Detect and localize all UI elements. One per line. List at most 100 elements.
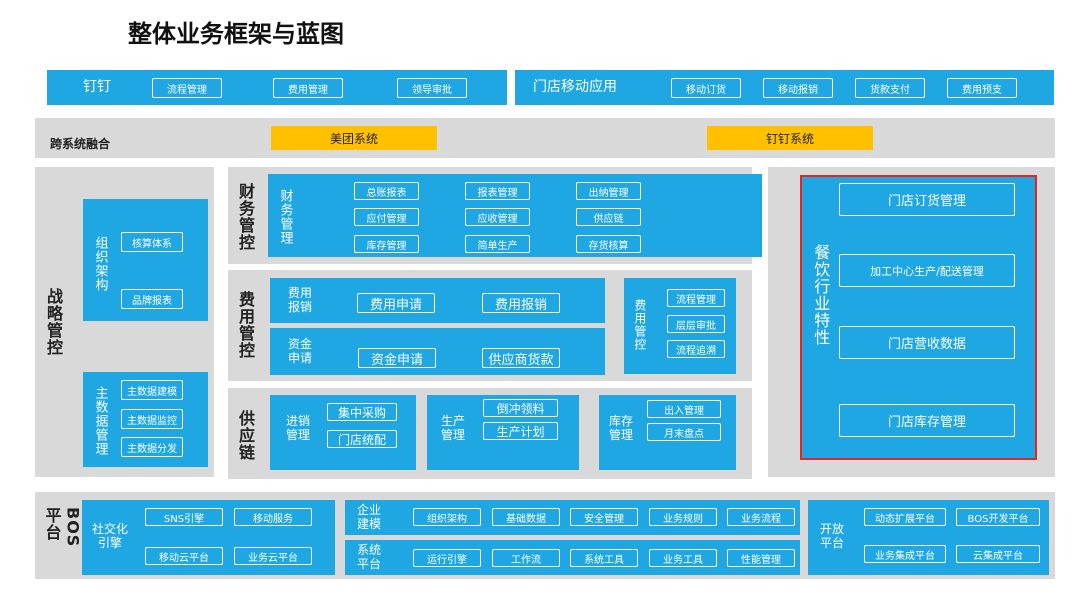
system-platform-label-text: 系统平台	[356, 542, 381, 571]
finance-item-cashier[interactable]: 出纳管理	[576, 182, 641, 200]
catering-item-store-order[interactable]: 门店订货管理	[839, 183, 1015, 216]
master-item-distribute[interactable]: 主数据分发	[121, 437, 183, 457]
org-structure-label: 组织架构	[92, 236, 108, 292]
central-purchase-button[interactable]: 集中采购	[327, 403, 397, 421]
reimbursement-label: 费用报销	[280, 283, 320, 318]
fund-apply-button[interactable]: 资金申请	[358, 348, 436, 368]
control-item-approval[interactable]: 层层审批	[667, 315, 725, 333]
model-item-rules[interactable]: 业务规则	[649, 508, 717, 526]
master-data-label: 主数据管理	[92, 386, 108, 456]
production-box: 生产管理 倒冲领料 生产计划	[427, 395, 579, 470]
mobile-cloud-button[interactable]: 移动云平台	[145, 547, 223, 565]
finance-item-stock-accounting[interactable]: 存货核算	[576, 235, 641, 253]
master-data-box: 主数据管理 主数据建模 主数据监控 主数据分发	[83, 372, 208, 467]
system-platform-box: 系统平台 运行引擎 工作流 系统工具 业务工具 性能管理	[345, 540, 800, 575]
mobile-service-button[interactable]: 移动服务	[234, 508, 312, 526]
dingtalk-label: 钉钉	[83, 79, 111, 96]
system-platform-label: 系统平台	[349, 540, 389, 575]
fund-label-text: 资金申请	[287, 336, 312, 365]
finance-box: 财务管理	[268, 174, 762, 257]
cross-system-label: 跨系统融合	[49, 136, 110, 151]
dingtalk-item-approval[interactable]: 领导审批	[397, 78, 467, 98]
business-integration-button[interactable]: 业务集成平台	[864, 545, 946, 563]
catering-label: 餐饮行业特性	[811, 244, 831, 346]
production-label: 生产管理	[435, 409, 471, 449]
finance-item-supply-chain[interactable]: 供应链	[576, 208, 641, 226]
cloud-integration-button[interactable]: 云集成平台	[956, 545, 1040, 563]
open-platform-box: 开放平台 动态扩展平台 BOS开发平台 业务集成平台 云集成平台	[808, 500, 1049, 575]
month-end-count-button[interactable]: 月末盘点	[647, 423, 721, 441]
reimbursement-box: 费用报销 费用申请 费用报销	[270, 278, 605, 323]
fund-box: 资金申请 资金申请 供应商货款	[270, 328, 605, 375]
finance-label: 财务管控	[236, 183, 255, 251]
enterprise-modeling-label-text: 企业建模	[356, 502, 381, 531]
sys-item-performance[interactable]: 性能管理	[727, 549, 795, 567]
model-item-security[interactable]: 安全管理	[570, 508, 638, 526]
sys-item-runtime[interactable]: 运行引擎	[413, 549, 481, 567]
finance-panel: 财务管控 财务管理	[228, 167, 762, 264]
social-engine-label-text: 社交化引擎	[91, 521, 128, 550]
finance-item-receivable[interactable]: 应收管理	[465, 208, 530, 226]
open-platform-label: 开放平台	[812, 514, 852, 559]
mobile-label: 门店移动应用	[533, 79, 617, 96]
sys-item-business-tools[interactable]: 业务工具	[649, 549, 717, 567]
dingtalk-bar: 钉钉 流程管理 费用管理 领导审批	[47, 70, 507, 105]
expense-control-box: 费用管控 流程管理 层层审批 流程追溯	[624, 278, 736, 374]
backflush-button[interactable]: 倒冲领料	[483, 399, 558, 417]
platform-label: 平台BOS	[42, 507, 83, 548]
purchase-label: 进销管理	[280, 409, 316, 449]
sns-engine-button[interactable]: SNS引擎	[145, 508, 223, 526]
social-engine-box: 社交化引擎 SNS引擎 移动服务 移动云平台 业务云平台	[82, 500, 335, 575]
strategy-label: 战略管控	[44, 288, 63, 356]
catering-box: 餐饮行业特性 门店订货管理 加工中心生产/配送管理 门店营收数据 门店库存管理	[800, 175, 1037, 460]
dingtalk-item-process[interactable]: 流程管理	[152, 78, 222, 98]
expense-reimburse-button[interactable]: 费用报销	[482, 293, 560, 313]
expense-label: 费用管控	[236, 291, 255, 359]
model-item-basic-data[interactable]: 基础数据	[492, 508, 560, 526]
org-structure-box: 组织架构 核算体系 品牌报表	[83, 199, 208, 321]
finance-inner-label: 财务管理	[277, 189, 293, 245]
purchase-box: 进销管理 集中采购 门店统配	[270, 395, 416, 470]
sys-item-workflow[interactable]: 工作流	[492, 549, 560, 567]
stock-label-text: 库存管理	[608, 414, 633, 442]
finance-item-payable[interactable]: 应付管理	[354, 208, 419, 226]
page-title: 整体业务框架与蓝图	[128, 20, 344, 48]
control-item-process[interactable]: 流程管理	[667, 289, 725, 307]
fund-label: 资金申请	[280, 334, 320, 369]
finance-item-gl-report[interactable]: 总账报表	[354, 182, 419, 200]
mobile-item-advance[interactable]: 费用预支	[947, 78, 1017, 98]
catering-item-processing-center[interactable]: 加工中心生产/配送管理	[839, 254, 1015, 287]
production-plan-button[interactable]: 生产计划	[483, 422, 558, 440]
mobile-item-payment[interactable]: 货款支付	[855, 78, 925, 98]
inout-mgmt-button[interactable]: 出入管理	[647, 400, 721, 418]
finance-item-report-mgmt[interactable]: 报表管理	[465, 182, 530, 200]
master-item-modeling[interactable]: 主数据建模	[121, 380, 183, 400]
dingtalk-item-expense[interactable]: 费用管理	[273, 78, 343, 98]
meituan-system: 美团系统	[271, 126, 437, 150]
catering-item-store-revenue[interactable]: 门店营收数据	[839, 326, 1015, 359]
mobile-item-order[interactable]: 移动订货	[671, 78, 741, 98]
model-item-process[interactable]: 业务流程	[727, 508, 795, 526]
bos-dev-button[interactable]: BOS开发平台	[956, 508, 1040, 526]
store-distribution-button[interactable]: 门店统配	[327, 430, 397, 448]
finance-item-simple-production[interactable]: 简单生产	[465, 235, 530, 253]
supplier-payment-button[interactable]: 供应商货款	[482, 348, 560, 368]
stock-label: 库存管理	[603, 409, 639, 449]
catering-item-store-inventory[interactable]: 门店库存管理	[839, 404, 1015, 437]
sys-item-system-tools[interactable]: 系统工具	[570, 549, 638, 567]
control-item-trace[interactable]: 流程追溯	[667, 340, 725, 358]
model-item-org[interactable]: 组织架构	[413, 508, 481, 526]
dingtalk-system: 钉钉系统	[707, 126, 873, 150]
mobile-item-reimburse[interactable]: 移动报销	[763, 78, 833, 98]
enterprise-modeling-label: 企业建模	[349, 500, 389, 535]
strategy-panel: 战略管控 组织架构 核算体系 品牌报表 主数据管理 主数据建模 主数据监控 主数…	[35, 167, 214, 477]
social-engine-label: 社交化引擎	[88, 514, 132, 559]
master-item-monitor[interactable]: 主数据监控	[121, 409, 183, 429]
dynamic-extension-button[interactable]: 动态扩展平台	[864, 508, 946, 526]
org-item-brand-report[interactable]: 品牌报表	[121, 289, 183, 309]
business-cloud-button[interactable]: 业务云平台	[234, 547, 312, 565]
org-item-accounting[interactable]: 核算体系	[121, 232, 183, 252]
open-platform-label-text: 开放平台	[819, 521, 844, 550]
expense-apply-button[interactable]: 费用申请	[357, 293, 435, 313]
finance-item-inventory[interactable]: 库存管理	[354, 235, 419, 253]
